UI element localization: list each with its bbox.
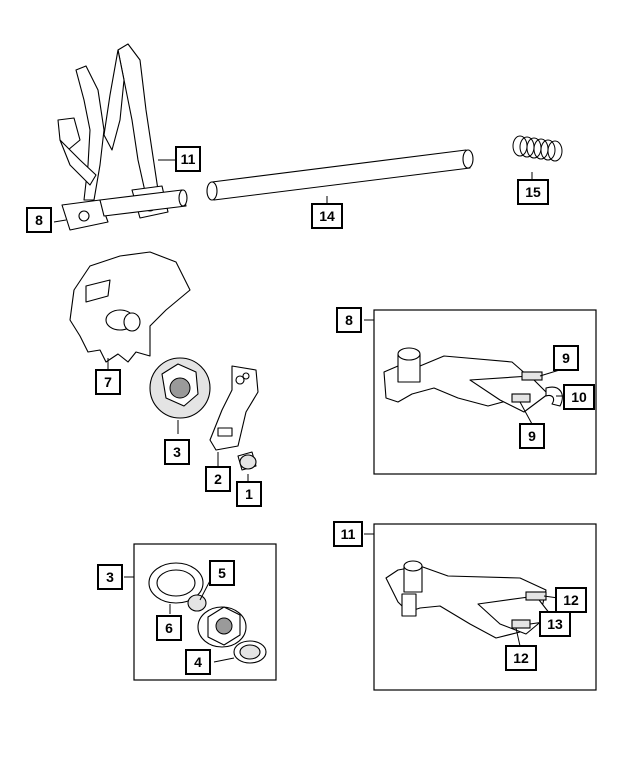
detail-frame-3 bbox=[133, 543, 277, 681]
shift-bracket bbox=[209, 365, 259, 451]
callout-9-bottom: 9 bbox=[519, 423, 545, 449]
detail-11-parts bbox=[385, 560, 551, 639]
svg-text:14: 14 bbox=[319, 208, 335, 224]
callout-12-top: 12 bbox=[555, 587, 587, 613]
shift-fork-assembly bbox=[57, 43, 188, 231]
callout-11-detail: 11 bbox=[333, 521, 363, 547]
mounting-screw bbox=[237, 451, 257, 471]
callout-3-main: 3 bbox=[164, 439, 190, 465]
svg-text:2: 2 bbox=[214, 471, 222, 487]
svg-text:6: 6 bbox=[165, 620, 173, 636]
callout-3-detail: 3 bbox=[97, 564, 123, 590]
svg-text:1: 1 bbox=[245, 486, 253, 502]
callout-2: 2 bbox=[205, 466, 231, 492]
flange-nut bbox=[149, 357, 211, 419]
callout-13: 13 bbox=[539, 611, 571, 637]
detail-frame-8 bbox=[373, 309, 597, 475]
callout-15: 15 bbox=[517, 179, 549, 205]
detent-spring bbox=[512, 135, 563, 162]
svg-text:11: 11 bbox=[341, 526, 356, 542]
svg-text:12: 12 bbox=[563, 592, 579, 608]
svg-text:8: 8 bbox=[345, 312, 353, 328]
callout-9-top: 9 bbox=[553, 345, 579, 371]
svg-text:3: 3 bbox=[173, 444, 181, 460]
svg-text:5: 5 bbox=[218, 565, 226, 581]
detail-frame-11 bbox=[373, 523, 597, 691]
callout-14: 14 bbox=[311, 203, 343, 229]
svg-text:7: 7 bbox=[104, 374, 112, 390]
svg-text:3: 3 bbox=[106, 569, 114, 585]
callout-4: 4 bbox=[185, 649, 211, 675]
callout-8-detail: 8 bbox=[336, 307, 362, 333]
callout-7: 7 bbox=[95, 369, 121, 395]
callout-6: 6 bbox=[156, 615, 182, 641]
shift-rail bbox=[206, 149, 474, 201]
svg-text:10: 10 bbox=[571, 389, 587, 405]
svg-text:9: 9 bbox=[528, 428, 536, 444]
callout-10: 10 bbox=[563, 384, 595, 410]
svg-text:15: 15 bbox=[525, 184, 541, 200]
svg-text:11: 11 bbox=[181, 151, 196, 167]
svg-text:9: 9 bbox=[562, 350, 570, 366]
callout-8-main: 8 bbox=[26, 207, 52, 233]
callout-1: 1 bbox=[236, 481, 262, 507]
callout-11-main: 11 bbox=[175, 146, 201, 172]
detail-8-parts bbox=[383, 347, 563, 413]
svg-text:12: 12 bbox=[513, 650, 529, 666]
callout-12-bottom: 12 bbox=[505, 645, 537, 671]
svg-text:13: 13 bbox=[547, 616, 563, 632]
shift-sector bbox=[69, 251, 191, 363]
svg-text:8: 8 bbox=[35, 212, 43, 228]
svg-text:4: 4 bbox=[194, 654, 202, 670]
callout-5: 5 bbox=[209, 560, 235, 586]
detail-3-parts bbox=[148, 562, 267, 664]
